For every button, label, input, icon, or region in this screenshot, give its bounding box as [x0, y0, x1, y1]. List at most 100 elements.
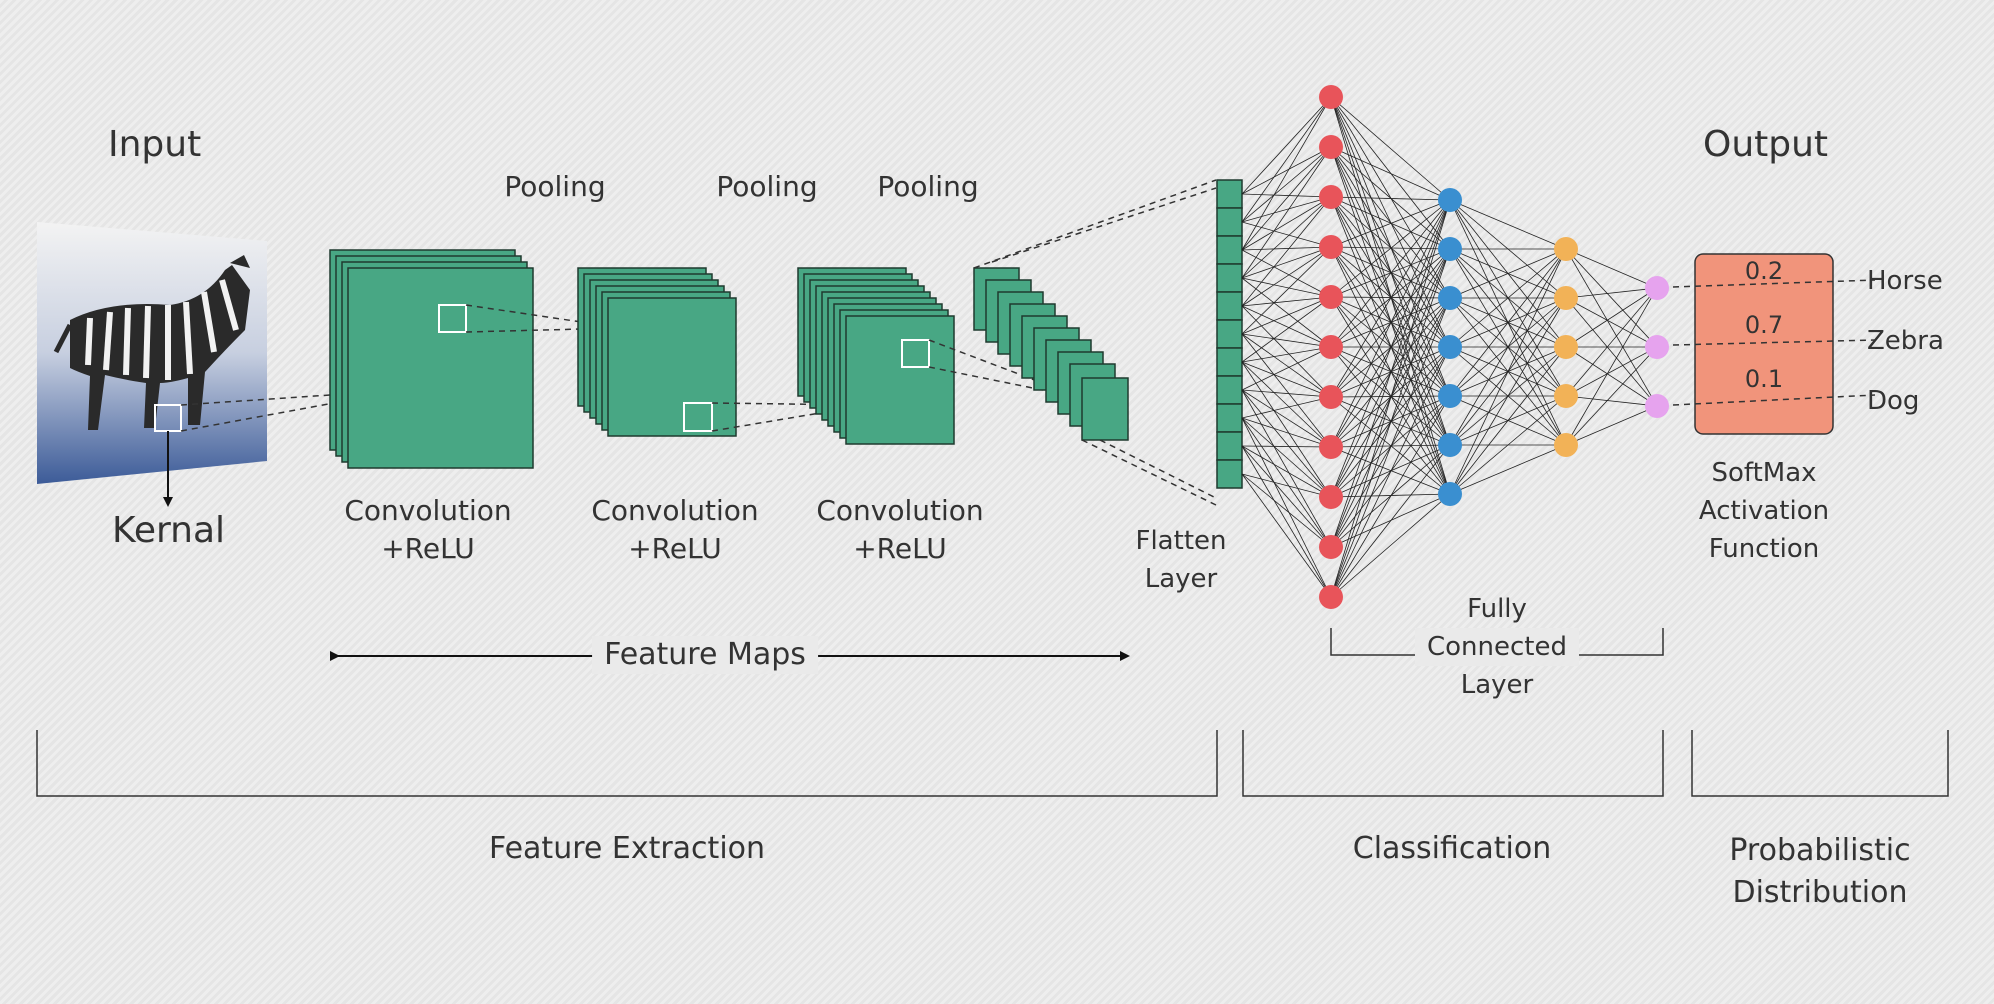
node-layer3-1	[1554, 237, 1578, 261]
output-label-zebra: Zebra	[1867, 326, 1944, 356]
edge-flatten-2-1	[1241, 146, 1332, 251]
edge-1-6-3	[1449, 395, 1567, 495]
flatten-label: Flatten Layer	[1136, 522, 1227, 598]
edge-flatten-7-9	[1241, 389, 1332, 548]
node-layer1-7	[1319, 385, 1343, 409]
node-layer1-3	[1319, 185, 1343, 209]
edge-0-4-4	[1330, 296, 1451, 397]
edge-flatten-2-2	[1241, 196, 1332, 251]
edge-1-5-0	[1449, 248, 1567, 446]
feature-extraction-label: Feature Extraction	[488, 831, 766, 866]
node-layer2-5	[1438, 384, 1462, 408]
edge-2-2-2	[1565, 346, 1658, 407]
edge-flatten-4-6	[1241, 305, 1332, 398]
fc-label-line2: Connected	[1414, 628, 1580, 666]
edge-0-10-5	[1330, 444, 1451, 598]
edge-1-4-0	[1449, 248, 1567, 397]
edge-flatten-10-9	[1241, 473, 1332, 548]
edge-2-0-0	[1565, 248, 1658, 289]
edge-flatten-1-1	[1241, 146, 1332, 223]
conv-label-3-line2: +ReLU	[853, 532, 947, 565]
edge-flatten-7-6	[1241, 389, 1332, 398]
network-edges	[1241, 96, 1658, 598]
classification-label: Classification	[1352, 831, 1552, 866]
edge-0-1-0	[1330, 146, 1451, 201]
edge-0-5-5	[1330, 346, 1451, 446]
conv-label-1-line1: Convolution	[344, 494, 512, 527]
edge-flatten-3-5	[1241, 277, 1332, 348]
feature-maps-label: Feature Maps	[592, 636, 818, 674]
edge-flatten-2-3	[1241, 246, 1332, 251]
edge-flatten-9-9	[1241, 445, 1332, 548]
edge-0-7-0	[1330, 199, 1451, 448]
node-layer1-2	[1319, 135, 1343, 159]
edge-flatten-9-10	[1241, 445, 1332, 598]
pooling-label-1: Pooling	[504, 170, 606, 203]
input-image	[37, 222, 267, 507]
softmax-label-line1: SoftMax	[1711, 458, 1817, 488]
probabilistic-label-line2: Distribution	[1732, 875, 1908, 910]
conv-label-2-line1: Convolution	[591, 494, 759, 527]
zebra-illustration	[53, 255, 250, 430]
edge-flatten-4-5	[1241, 305, 1332, 348]
classification-bracket	[1242, 730, 1664, 797]
node-layer1-11	[1319, 585, 1343, 609]
edge-flatten-0-1	[1241, 146, 1332, 195]
edge-flatten-10-10	[1241, 473, 1332, 598]
node-layer2-2	[1438, 237, 1462, 261]
pooled-maps	[973, 267, 1129, 441]
edge-0-5-6	[1330, 346, 1451, 495]
edge-0-2-3	[1330, 196, 1451, 348]
output-value-1: 0.2	[1744, 257, 1784, 285]
edge-0-1-2	[1330, 146, 1451, 299]
node-layer3-4	[1554, 384, 1578, 408]
edge-0-10-1	[1330, 248, 1451, 598]
edge-0-3-4	[1330, 246, 1451, 397]
edge-0-10-2	[1330, 297, 1451, 598]
edge-flatten-4-3	[1241, 246, 1332, 307]
edge-flatten-9-7	[1241, 445, 1332, 448]
output-label-dog: Dog	[1867, 386, 1920, 416]
output-value-3: 0.1	[1744, 365, 1784, 393]
edge-0-3-0	[1330, 199, 1451, 248]
edge-flatten-7-7	[1241, 389, 1332, 448]
edge-2-3-2	[1565, 395, 1658, 407]
edge-2-4-1	[1565, 346, 1658, 446]
edge-flatten-7-5	[1241, 346, 1332, 391]
edge-2-1-2	[1565, 297, 1658, 407]
flatten-label-line1: Flatten	[1135, 526, 1227, 556]
conv-label-2-line2: +ReLU	[628, 532, 722, 565]
fc-label-line1: Fully	[1467, 594, 1527, 624]
conv2-pool-connections	[711, 402, 869, 432]
edge-0-9-0	[1330, 199, 1451, 548]
edge-flatten-5-3	[1241, 246, 1332, 335]
edge-2-4-2	[1565, 405, 1658, 446]
edge-0-10-4	[1330, 395, 1451, 598]
edge-0-2-0	[1330, 196, 1451, 201]
edge-0-2-2	[1330, 196, 1451, 299]
edge-flatten-2-0	[1241, 96, 1332, 251]
output-connections	[1672, 279, 1876, 406]
edge-0-4-0	[1330, 199, 1451, 298]
edge-flatten-6-6	[1241, 361, 1332, 398]
edge-0-10-6	[1330, 493, 1451, 598]
conv-label-1-line2: +ReLU	[381, 532, 475, 565]
node-layer1-1	[1319, 85, 1343, 109]
softmax-label-line3: Function	[1708, 534, 1820, 564]
conv-block-2	[577, 267, 737, 437]
edge-flatten-8-10	[1241, 417, 1332, 598]
node-layer1-10	[1319, 535, 1343, 559]
edge-0-1-1	[1330, 146, 1451, 250]
fc-label: Fully Connected Layer	[1414, 590, 1580, 704]
edge-0-7-6	[1330, 446, 1451, 495]
edge-1-6-2	[1449, 346, 1567, 495]
edge-1-2-0	[1449, 248, 1567, 299]
edge-2-4-0	[1565, 287, 1658, 446]
edge-0-6-6	[1330, 396, 1451, 495]
conv-label-3-line1: Convolution	[816, 494, 984, 527]
node-layer4-1	[1645, 276, 1669, 300]
edge-flatten-1-2	[1241, 196, 1332, 223]
probabilistic-bracket	[1691, 730, 1949, 797]
edge-flatten-8-7	[1241, 417, 1332, 448]
